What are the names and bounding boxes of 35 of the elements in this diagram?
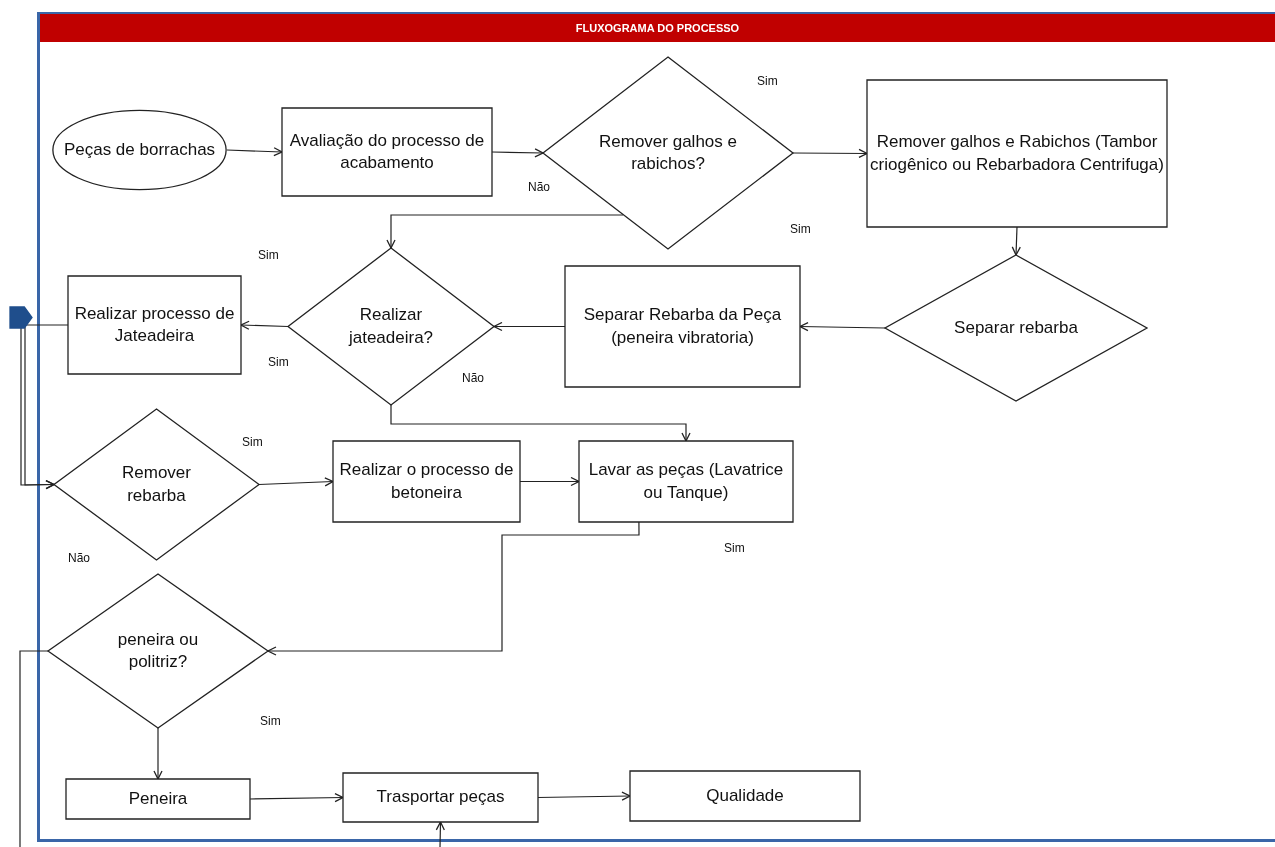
arrow	[258, 477, 334, 487]
arrow	[153, 727, 163, 780]
decision-diamond: Separar rebarba	[885, 255, 1147, 401]
branch-label: Sim	[790, 222, 811, 236]
connector-flag	[10, 307, 32, 328]
arrow	[435, 821, 445, 847]
start-ellipse: Peças de borrachas	[52, 110, 227, 190]
branch-label: Não	[462, 371, 484, 385]
arrow	[792, 148, 868, 159]
branch-label: Não	[528, 180, 550, 194]
process-box: Qualidade	[630, 771, 860, 821]
branch-label: Sim	[242, 435, 263, 449]
process-box: Realizar processo de Jateadeira	[68, 276, 241, 374]
process-box: Remover galhos e Rabichos (Tambor criogênico ou Rebarbadora Centrifuga)	[867, 80, 1167, 227]
branch-label: Não	[68, 551, 90, 565]
arrow	[386, 214, 624, 249]
process-box: Realizar o processo de betoneira	[333, 441, 520, 522]
connector-line	[19, 650, 49, 847]
branch-label: Sim	[258, 248, 279, 262]
branch-label: Sim	[260, 714, 281, 728]
arrow	[390, 404, 691, 442]
arrow	[20, 327, 55, 490]
title-banner: FLUXOGRAMA DO PROCESSO	[40, 14, 1275, 42]
arrow	[267, 521, 640, 656]
process-box: Lavar as peças (Lavatrice ou Tanque)	[579, 441, 793, 522]
process-box: Separar Rebarba da Peça (peneira vibratoria)	[565, 266, 800, 387]
arrow	[1011, 226, 1021, 256]
arrow	[493, 321, 566, 332]
arrow	[226, 147, 283, 157]
process-box: Avaliação do processo de acabamento	[282, 108, 492, 196]
process-box: Trasportar peças	[343, 773, 538, 822]
branch-label: Sim	[757, 74, 778, 88]
branch-label: Sim	[724, 541, 745, 555]
process-box: Peneira	[66, 779, 250, 819]
branch-label: Sim	[268, 355, 289, 369]
